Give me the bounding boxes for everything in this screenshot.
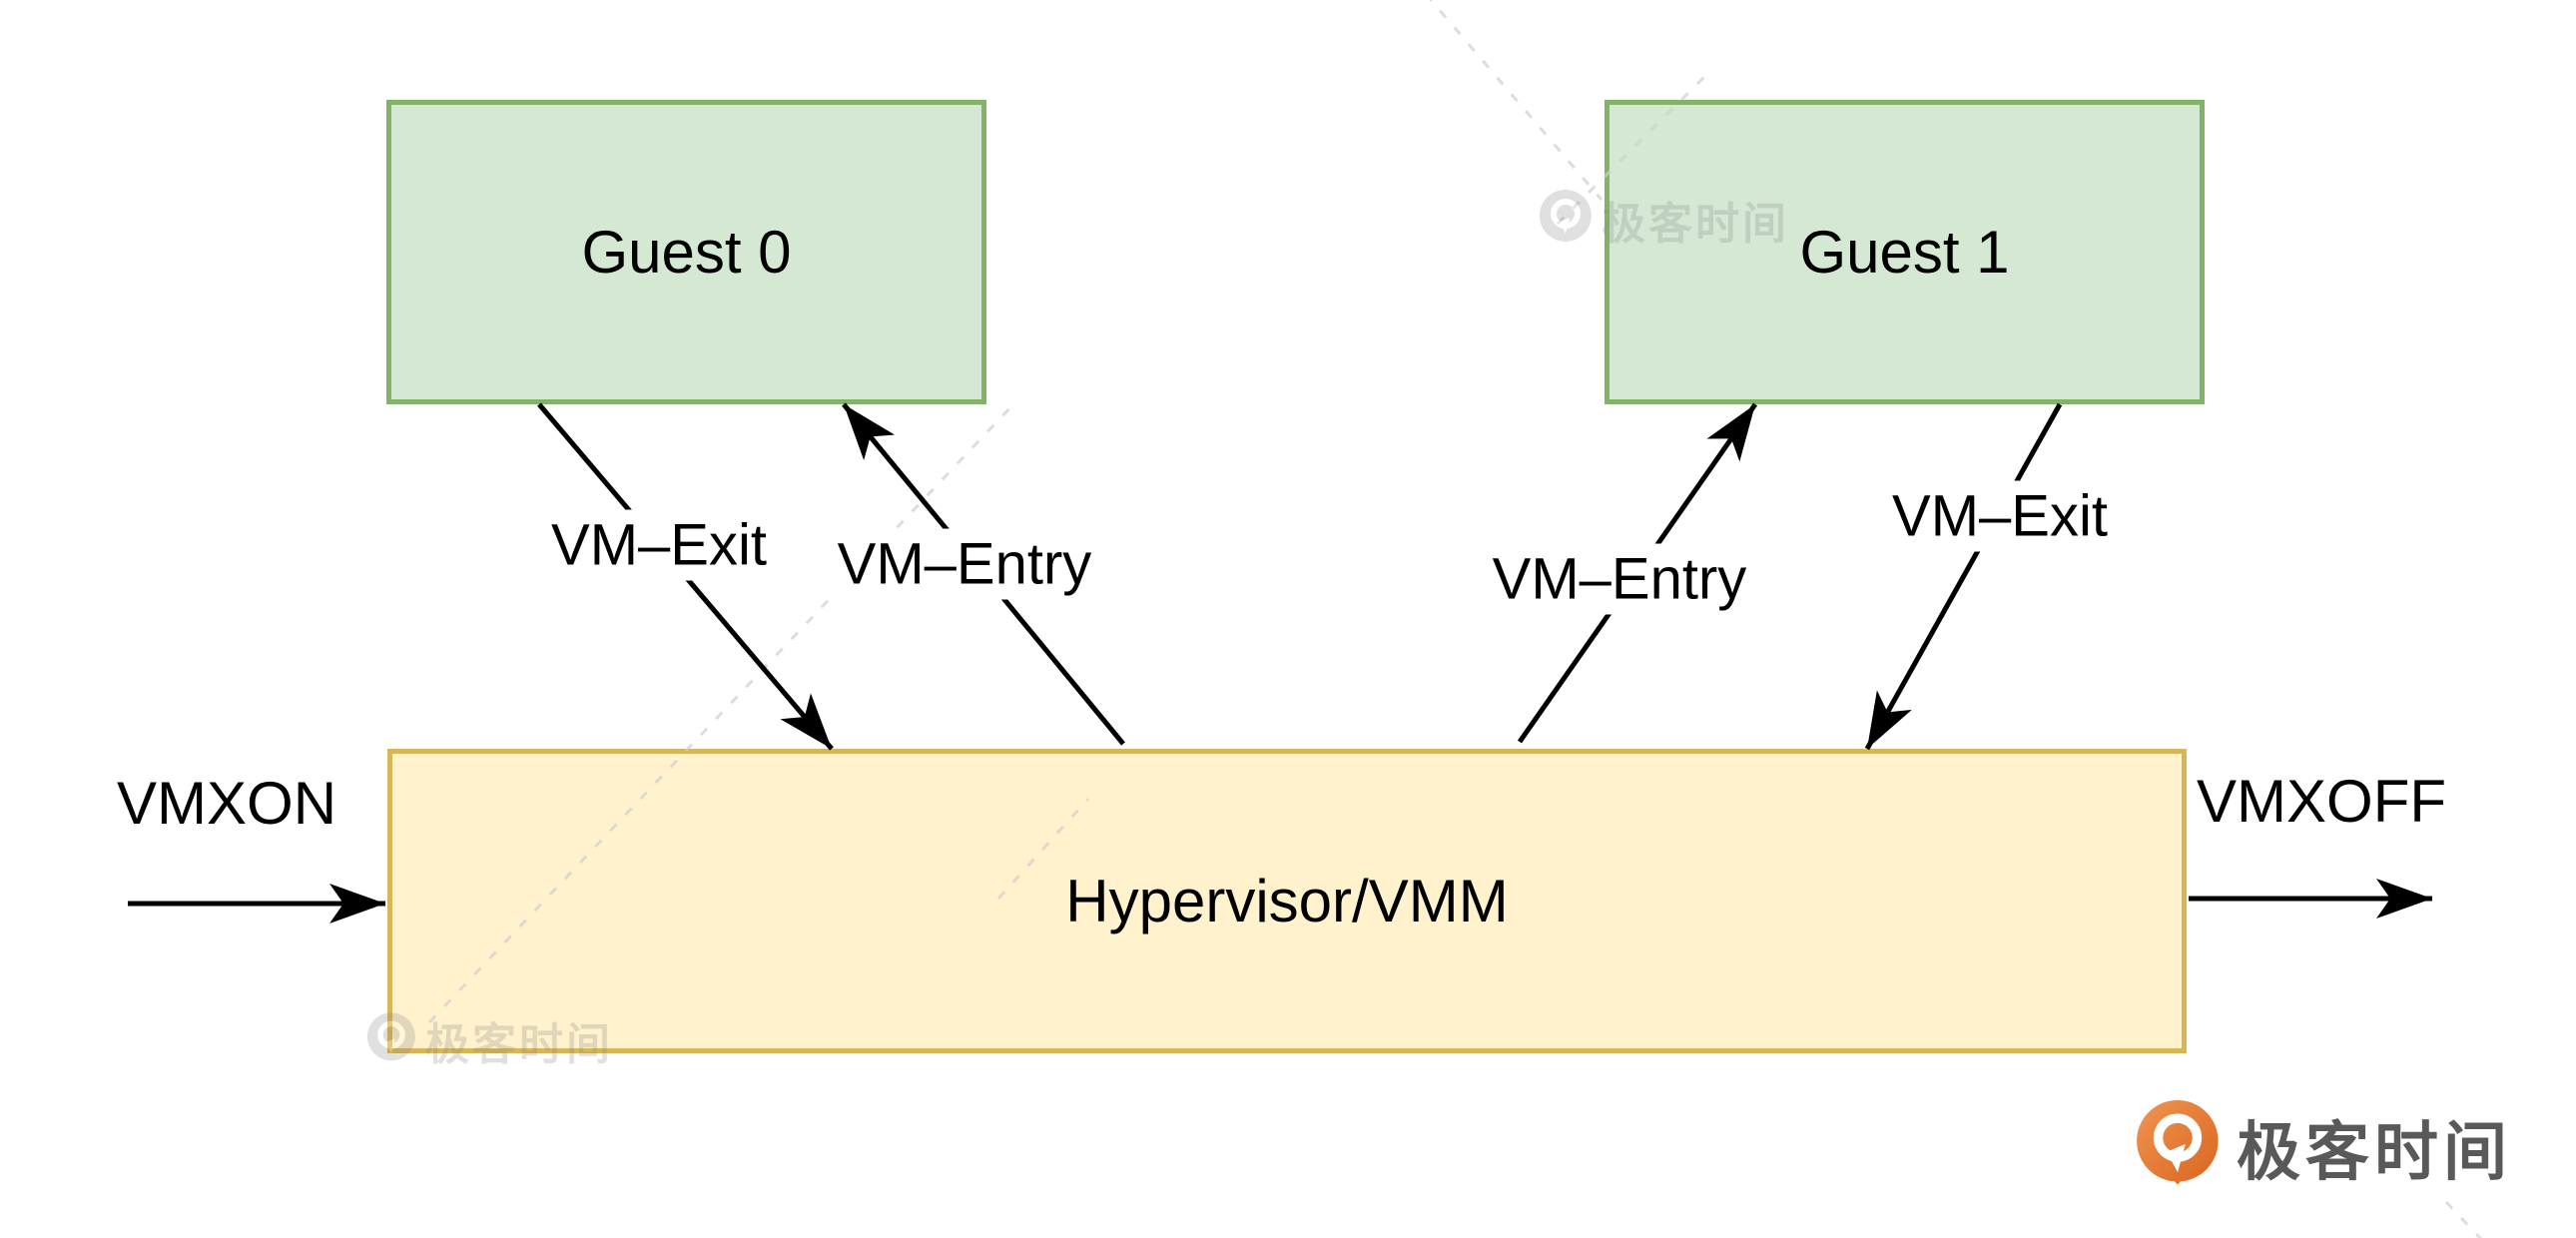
brand-watermark-top: 极客时间: [1540, 188, 1789, 252]
geektime-logo-icon: [367, 1012, 415, 1061]
vmxon-label: VMXON: [117, 770, 337, 837]
arrows: [128, 402, 2432, 924]
hypervisor-label: Hypervisor/VMM: [1065, 868, 1509, 934]
geektime-logo-icon: [1540, 190, 1592, 242]
guest1-box: Guest 1: [1605, 100, 2205, 404]
brand-watermark-bottom: 极客时间: [367, 1008, 613, 1072]
watermark-dashed-lines: [427, 0, 2482, 1238]
brand-watermark-text: 极客时间: [1602, 200, 1789, 249]
vmxoff-label: VMXOFF: [2197, 768, 2446, 835]
geektime-logo: 极客时间: [2137, 1100, 2512, 1194]
guest0-box: Guest 0: [386, 100, 986, 404]
watermark-dashed-line: [2444, 1200, 2482, 1238]
geektime-logo-text: 极客时间: [2237, 1116, 2512, 1188]
edge-label-vm-exit-left: VM–Exit: [543, 509, 775, 581]
edge-label-vm-entry-left: VM–Entry: [829, 528, 1100, 600]
hypervisor-box: Hypervisor/VMM: [387, 749, 2187, 1053]
brand-watermark-text: 极客时间: [425, 1020, 613, 1069]
watermark-dashed-line: [427, 403, 1014, 1024]
vm-exit-right-arrow: [1864, 402, 2063, 751]
edge-label-vm-exit-right: VM–Exit: [1884, 480, 2116, 552]
watermark-dashed-line: [996, 797, 1090, 901]
guest1-label: Guest 1: [1799, 219, 2010, 286]
guest0-label: Guest 0: [581, 219, 792, 286]
watermark-dashed-line: [1429, 0, 1604, 201]
geektime-logo-icon: [2137, 1100, 2219, 1185]
edge-label-vm-entry-right: VM–Entry: [1484, 543, 1755, 615]
